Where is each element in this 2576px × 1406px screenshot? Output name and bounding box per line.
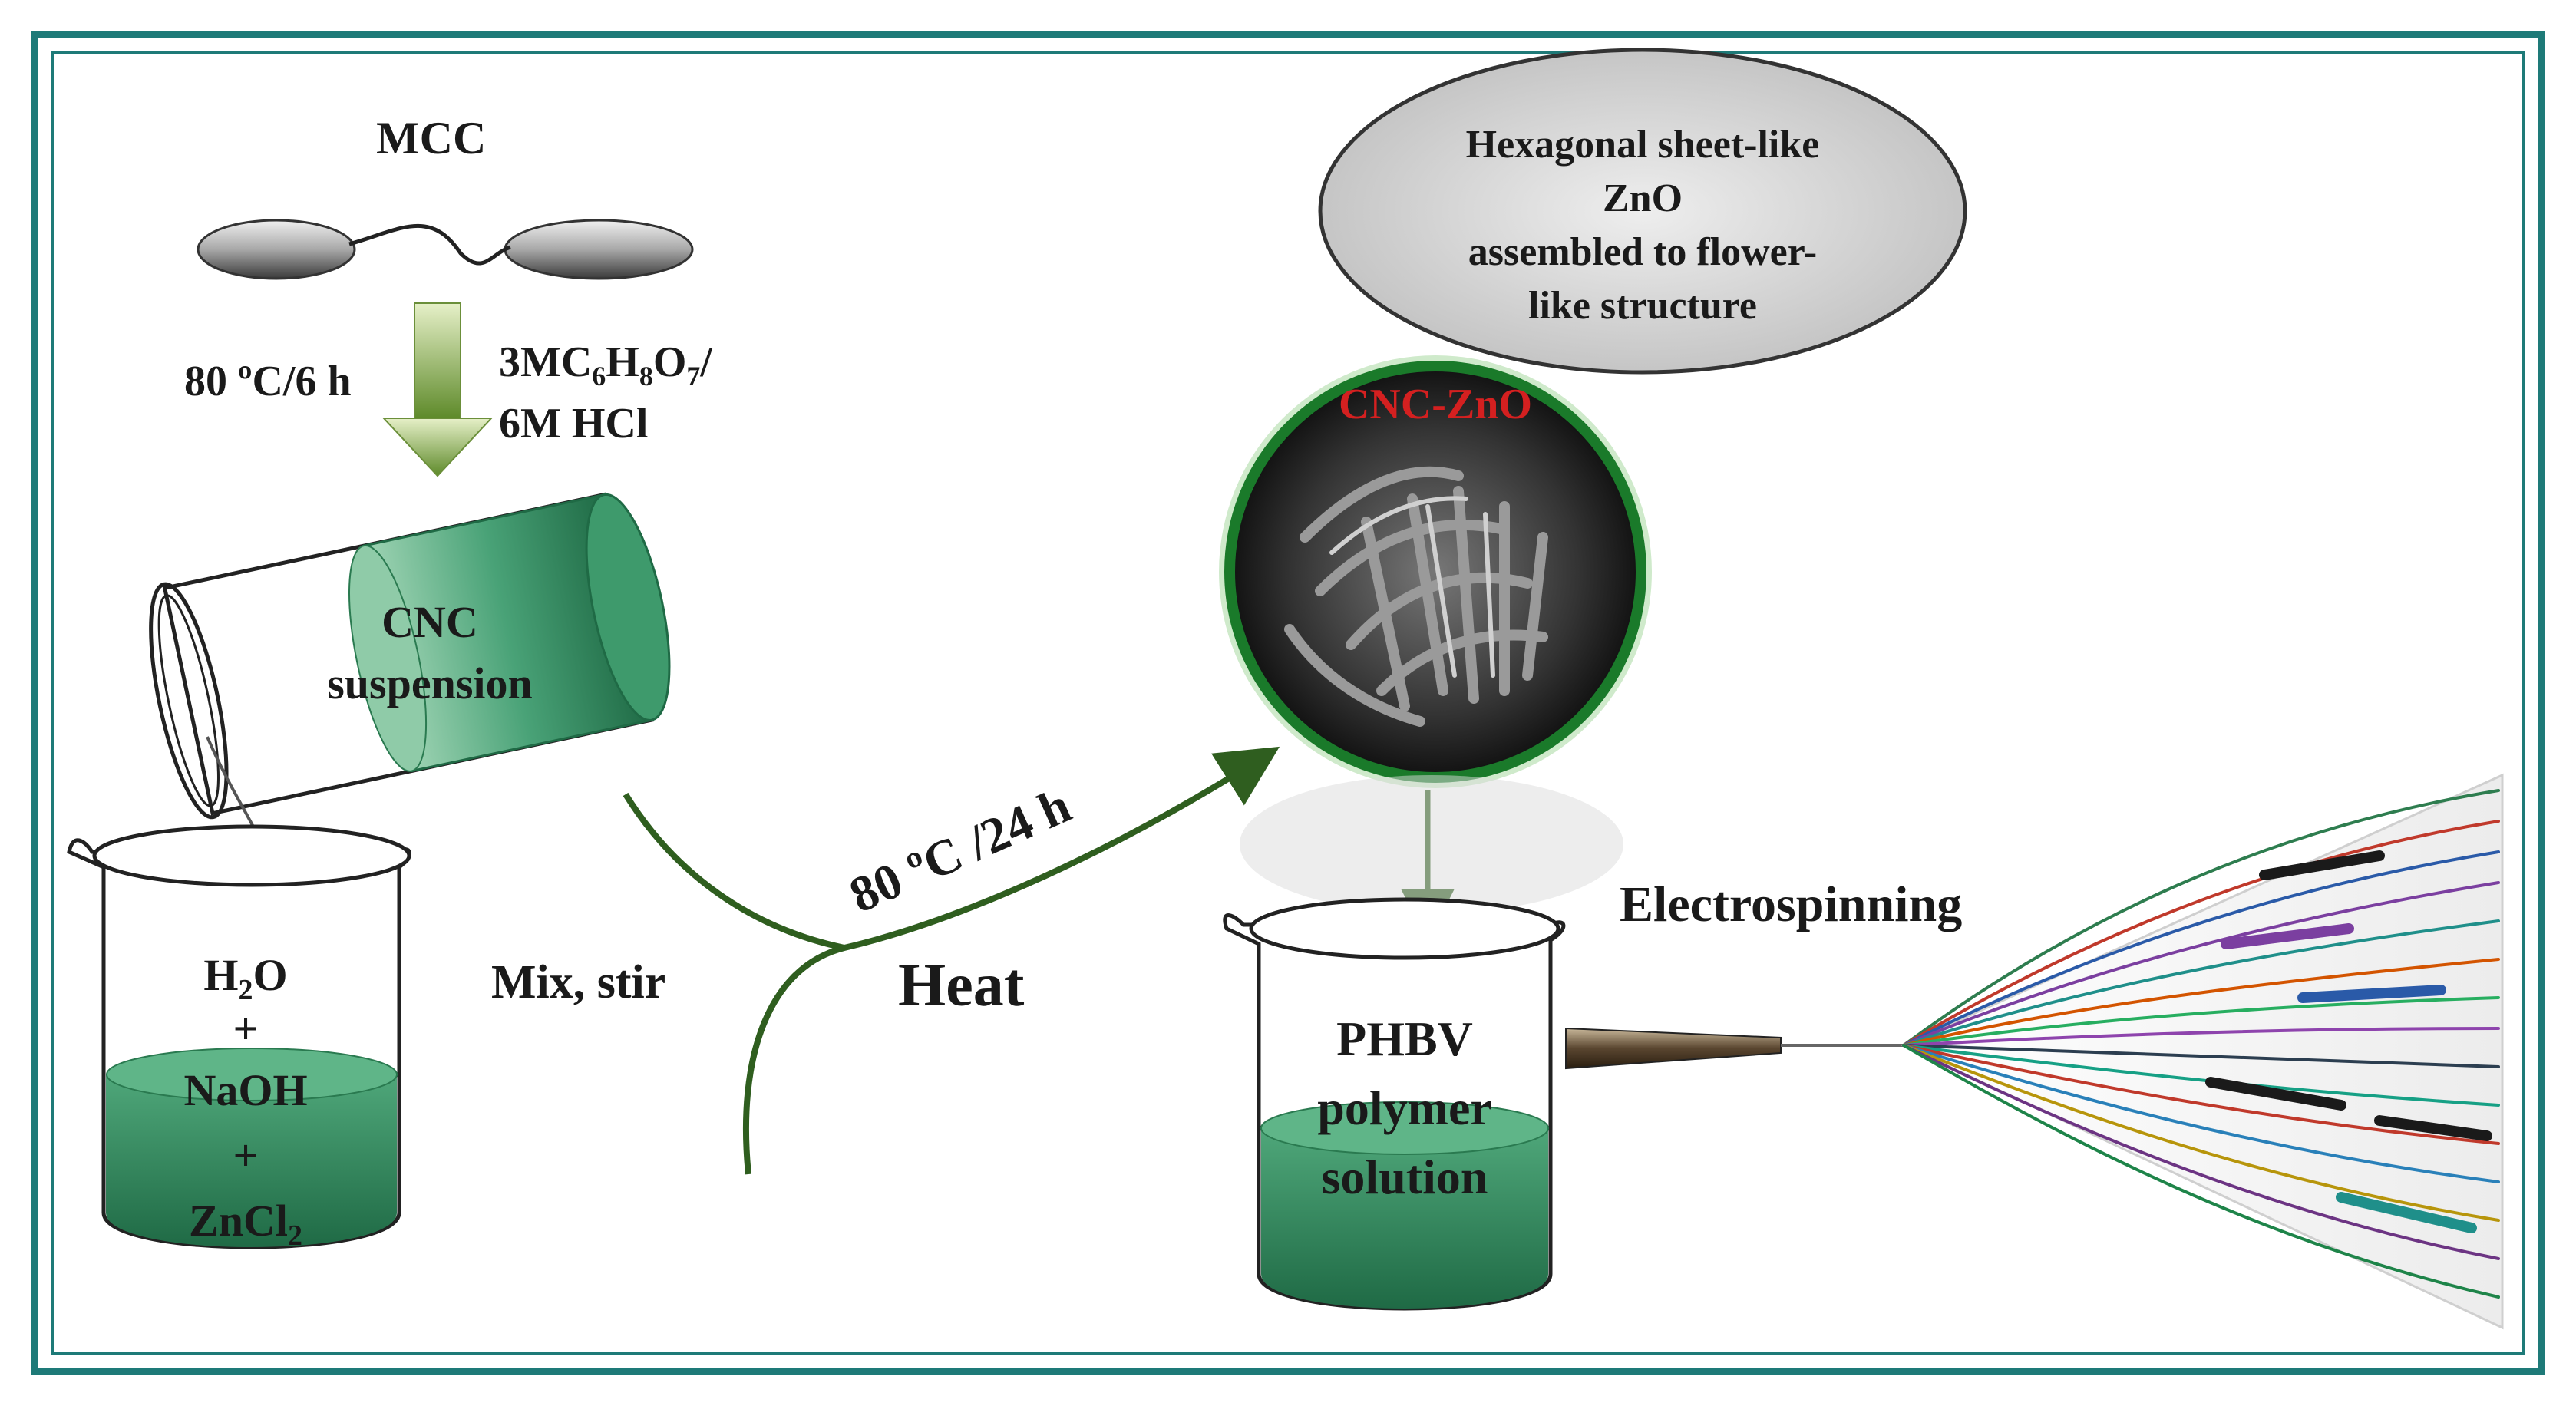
process-arrow bbox=[623, 746, 1280, 1175]
acid-label-line2: 6M HCl bbox=[499, 400, 648, 447]
cnc-zno-label: CNC-ZnO bbox=[1339, 381, 1532, 428]
bubble-line-2: ZnO bbox=[1603, 177, 1683, 220]
electrospinning-label: Electrospinning bbox=[1620, 876, 1962, 932]
reaction-beaker-icon bbox=[67, 824, 411, 1249]
bubble-line-1: Hexagonal sheet-like bbox=[1466, 123, 1820, 167]
outer-frame bbox=[31, 31, 2545, 1375]
h2o-label: H2O bbox=[203, 950, 287, 1006]
heat-label: Heat bbox=[898, 952, 1025, 1019]
phbv-label-line2: polymer bbox=[1317, 1081, 1492, 1135]
description-bubble bbox=[1318, 48, 1967, 375]
zncl2-label: ZnCl2 bbox=[189, 1196, 302, 1252]
plus-label-1: + bbox=[233, 1004, 258, 1054]
phbv-label-line3: solution bbox=[1322, 1150, 1488, 1204]
phbv-beaker-icon bbox=[1223, 775, 1623, 1311]
mcc-molecule-icon bbox=[197, 219, 694, 280]
bubble-line-3: assembled to flower- bbox=[1468, 230, 1817, 274]
bubble-line-4: like structure bbox=[1528, 284, 1757, 328]
cnc-label-line2: suspension bbox=[327, 658, 533, 708]
sem-image-icon bbox=[1219, 355, 1652, 788]
plus-label-2: + bbox=[233, 1130, 258, 1180]
down-arrow-icon bbox=[381, 302, 494, 477]
inner-frame bbox=[51, 51, 2525, 1355]
temp-time-label-1: 80 ºC/6 h bbox=[184, 358, 352, 405]
cnc-label-line1: CNC bbox=[381, 597, 478, 647]
needle-icon bbox=[1565, 1027, 1904, 1070]
fiber-fan-icon bbox=[1901, 773, 2504, 1330]
mix-stir-label: Mix, stir bbox=[491, 956, 665, 1008]
acid-label-line1: 3MC6H8O7/ bbox=[499, 338, 713, 391]
mcc-label: MCC bbox=[376, 113, 486, 163]
phbv-label-line1: PHBV bbox=[1336, 1012, 1473, 1066]
naoh-label: NaOH bbox=[183, 1065, 307, 1115]
cnc-beaker-icon bbox=[149, 492, 671, 820]
temp-time-label-2: 80 ºC /24 h bbox=[841, 777, 1078, 924]
